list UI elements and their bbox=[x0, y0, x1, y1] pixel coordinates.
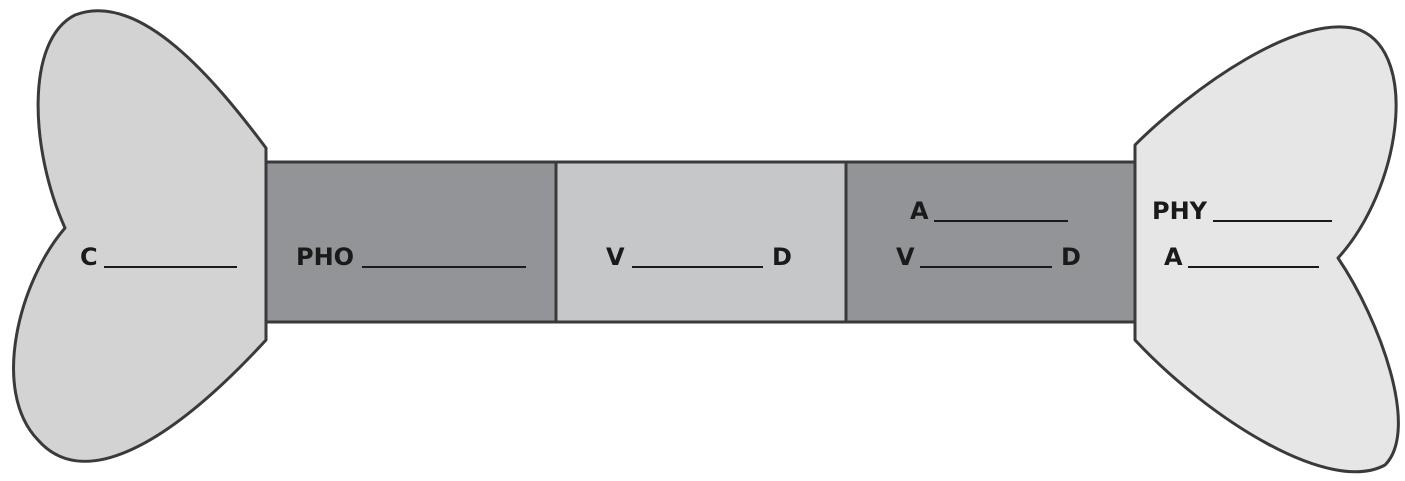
segment-3-line-2-suffix: D bbox=[1061, 243, 1081, 271]
right-end-line-2-prefix: A bbox=[1164, 243, 1183, 271]
segment-3-label-2: V D bbox=[896, 243, 1081, 271]
segment-3-label-1: A bbox=[910, 197, 1068, 225]
segment-2-suffix: D bbox=[772, 243, 792, 271]
segment-1-prefix: PHO bbox=[296, 243, 354, 271]
segment-1-shape bbox=[264, 160, 558, 324]
segment-3-line-2-prefix: V bbox=[896, 243, 915, 271]
segment-2-prefix: V bbox=[606, 243, 625, 271]
left-end-label: C bbox=[80, 243, 237, 271]
right-end-line-1-prefix: PHY bbox=[1152, 197, 1208, 225]
left-end-prefix: C bbox=[80, 243, 98, 271]
segment-2-label: V D bbox=[606, 243, 792, 271]
left-end-shape bbox=[12, 9, 268, 463]
right-end-label-2: A bbox=[1164, 243, 1319, 271]
segment-3-shape bbox=[844, 160, 1137, 324]
right-end-shape bbox=[1133, 25, 1400, 474]
segment-1-label: PHO bbox=[296, 243, 526, 271]
right-end-label-1: PHY bbox=[1152, 197, 1332, 225]
segment-2-shape bbox=[554, 160, 848, 324]
segment-3-line-1-prefix: A bbox=[910, 197, 929, 225]
